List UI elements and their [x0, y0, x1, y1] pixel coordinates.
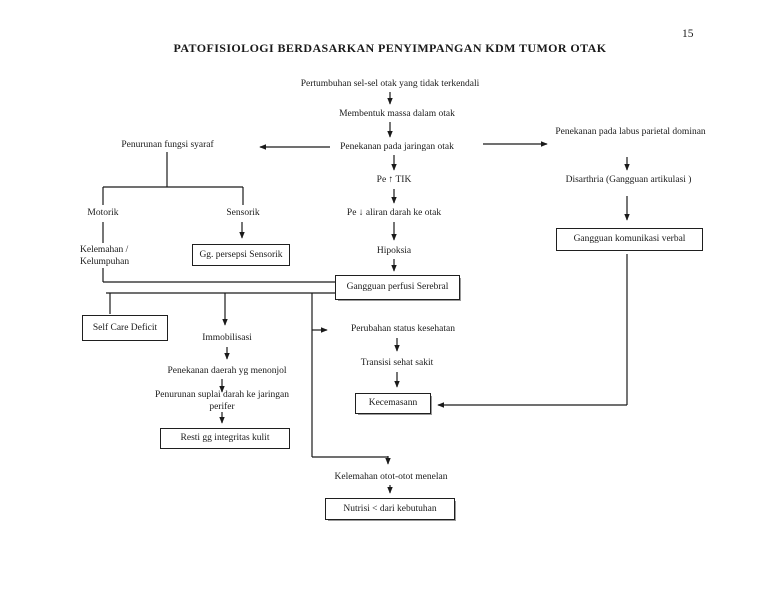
node-immobilisasi: Immobilisasi [202, 333, 252, 343]
node-gangguan-komunikasi-verbal: Gangguan komunikasi verbal [556, 228, 703, 251]
node-pe-turun-aliran-darah: Pe ↓ aliran darah ke otak [346, 208, 442, 218]
node-sensorik: Sensorik [226, 208, 260, 218]
node-penurunan-fungsi-syaraf: Penurunan fungsi syaraf [121, 140, 214, 150]
page-number: 15 [682, 28, 694, 40]
node-pe-naik-tik: Pe ↑ TIK [376, 175, 412, 185]
suplai-line1: Penurunan suplai darah ke jaringan [154, 390, 289, 400]
node-penekanan-jaringan-otak: Penekanan pada jaringan otak [340, 142, 454, 152]
node-gangguan-perfusi-serebral: Gangguan perfusi Serebral [335, 275, 460, 300]
node-penekanan-daerah-menonjol: Penekanan daerah yg menonjol [167, 366, 287, 376]
node-hipoksia: Hipoksia [376, 246, 412, 256]
node-resti-gg-integritas-kulit: Resti gg integritas kulit [160, 428, 290, 449]
node-pertumbuhan-sel-sel-otak: Pertumbuhan sel-sel otak yang tidak terk… [300, 79, 480, 89]
node-membentuk-massa: Membentuk massa dalam otak [339, 109, 455, 119]
page-title: PATOFISIOLOGI BERDASARKAN PENYIMPANGAN K… [173, 41, 607, 55]
suplai-line2: perifer [209, 401, 235, 412]
node-kelemahan-kelumpuhan: Kelemahan / Kelumpuhan [80, 245, 160, 268]
node-penekanan-labus-parietal: Penekanan pada labus parietal dominan [555, 127, 706, 137]
node-nutrisi-kurang-kebutuhan: Nutrisi < dari kebutuhan [325, 498, 455, 520]
node-kelemahan-otot-menelan: Kelemahan otot-otot menelan [334, 472, 448, 482]
node-gg-persepsi-sensorik: Gg. persepsi Sensorik [192, 244, 290, 266]
node-perubahan-status-kesehatan: Perubahan status kesehatan [351, 324, 455, 334]
node-kecemasan: Kecemasann [355, 393, 431, 414]
node-motorik: Motorik [87, 208, 119, 218]
kelemahan-line2: Kelumpuhan [80, 256, 130, 267]
node-transisi-sehat-sakit: Transisi sehat sakit [360, 358, 434, 368]
node-disarthria: Disarthria (Gangguan artikulasi ) [565, 175, 692, 185]
node-penurunan-suplai-darah: Penurunan suplai darah ke jaringan perif… [132, 390, 312, 413]
node-self-care-deficit: Self Care Deficit [82, 315, 168, 341]
kelemahan-line1: Kelemahan / [80, 245, 129, 255]
